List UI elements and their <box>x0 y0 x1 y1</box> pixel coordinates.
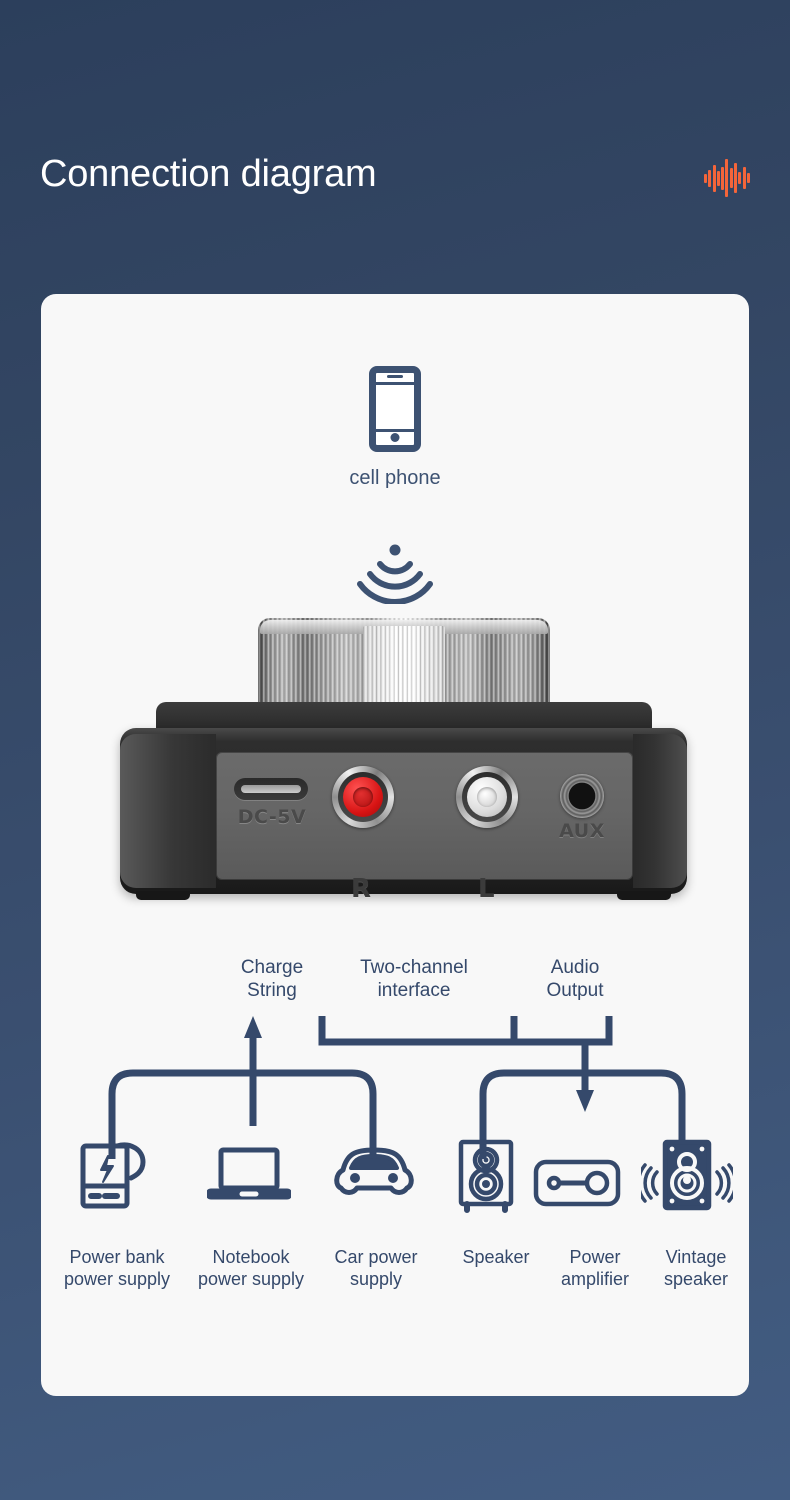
waveform-bar-7 <box>734 163 738 193</box>
waveform-bar-4 <box>721 166 725 190</box>
device-label-power-amplifier: Power amplifier <box>539 1246 651 1290</box>
waveform-bar-3 <box>716 170 720 186</box>
cell-phone-icon <box>369 366 421 452</box>
device-label-vintage-speaker: Vintage speaker <box>641 1246 751 1290</box>
wireless-signal-icon <box>41 542 749 604</box>
waveform-bar-6 <box>729 168 733 188</box>
two-channel-line-2: interface <box>377 980 451 1001</box>
car-icon <box>333 1138 415 1217</box>
vintage-line-1: Vintage <box>665 1247 727 1267</box>
aux-jack-label: AUX <box>559 820 605 842</box>
power-bank-line-2: power supply <box>63 1269 171 1289</box>
notebook-line-2: power supply <box>197 1269 305 1289</box>
page-title: Connection diagram <box>40 153 377 195</box>
source-device-block: cell phone <box>41 366 749 490</box>
device-label-speaker: Speaker <box>441 1246 551 1268</box>
rca-right-label: R <box>351 874 372 904</box>
group-label-two-channel: Two-channel interface <box>335 956 493 1002</box>
amplifier-icon <box>531 1138 623 1219</box>
car-line-2: supply <box>349 1269 403 1289</box>
vintage-line-2: speaker <box>663 1269 729 1289</box>
audio-waveform-icon <box>704 156 750 200</box>
phone-screen-top-edge <box>376 382 414 385</box>
device-label-power-bank: Power bank power supply <box>49 1246 185 1290</box>
rca-left-core <box>467 777 507 817</box>
audio-line-1: Audio <box>550 957 600 978</box>
rca-left-hole <box>477 787 497 807</box>
usb-c-tongue <box>241 785 301 793</box>
waveform-bar-2 <box>712 164 716 192</box>
charge-line-2: String <box>247 980 297 1001</box>
waveform-bar-0 <box>704 173 707 183</box>
phone-earpiece <box>387 375 403 378</box>
waveform-bar-10 <box>746 173 750 183</box>
group-label-charge-string: Charge String <box>208 956 336 1002</box>
two-channel-line-1: Two-channel <box>360 957 468 978</box>
speaker-line-1: Speaker <box>462 1247 530 1267</box>
header: Connection diagram <box>0 150 790 230</box>
chassis-right-bevel <box>633 734 687 888</box>
phone-home-button <box>390 433 400 442</box>
usb-c-port-label: DC-5V <box>237 806 307 828</box>
aux-jack[interactable] <box>560 774 604 818</box>
cell-phone-label: cell phone <box>349 467 441 489</box>
car-line-1: Car power <box>334 1247 418 1267</box>
vintage-speaker-icon <box>636 1138 738 1221</box>
audio-line-2: Output <box>546 980 604 1001</box>
amplifier-line-1: Power <box>569 1247 621 1267</box>
speaker-icon <box>453 1138 519 1219</box>
waveform-bar-1 <box>708 169 712 187</box>
rca-right-core <box>343 777 383 817</box>
waveform-bar-9 <box>742 167 746 189</box>
chassis-left-bevel <box>120 734 216 888</box>
chassis-foot-right <box>617 891 671 900</box>
knob-center-ridges <box>363 626 445 712</box>
power-bank-icon <box>77 1138 153 1217</box>
amplifier-line-2: amplifier <box>560 1269 630 1289</box>
charge-arrowhead <box>244 1016 262 1038</box>
diagram-card: cell phone <box>41 294 749 1396</box>
bluetooth-audio-receiver: DC-5V AUX <box>116 618 691 916</box>
volume-knob[interactable] <box>258 618 550 714</box>
chassis-foot-left <box>136 891 190 900</box>
rca-right-ring <box>338 772 388 822</box>
port-panel <box>216 752 633 880</box>
notebook-line-1: Notebook <box>212 1247 290 1267</box>
rca-left-label: L <box>478 874 495 904</box>
usb-c-power-port[interactable] <box>234 778 308 800</box>
device-label-car-power: Car power supply <box>313 1246 439 1290</box>
waveform-bar-8 <box>738 172 742 184</box>
audio-arrowhead <box>576 1090 594 1112</box>
rca-right-jack[interactable] <box>332 766 394 828</box>
charge-line-1: Charge <box>240 957 304 978</box>
group-label-audio-output: Audio Output <box>513 956 637 1002</box>
rca-left-ring <box>462 772 512 822</box>
device-label-notebook: Notebook power supply <box>183 1246 319 1290</box>
waveform-bar-5 <box>725 159 729 197</box>
chassis-front: DC-5V AUX <box>120 728 687 900</box>
notebook-icon <box>205 1138 293 1217</box>
phone-screen-bottom-edge <box>376 429 414 432</box>
power-bank-line-1: Power bank <box>69 1247 165 1267</box>
rca-left-jack[interactable] <box>456 766 518 828</box>
rca-right-hole <box>353 787 373 807</box>
